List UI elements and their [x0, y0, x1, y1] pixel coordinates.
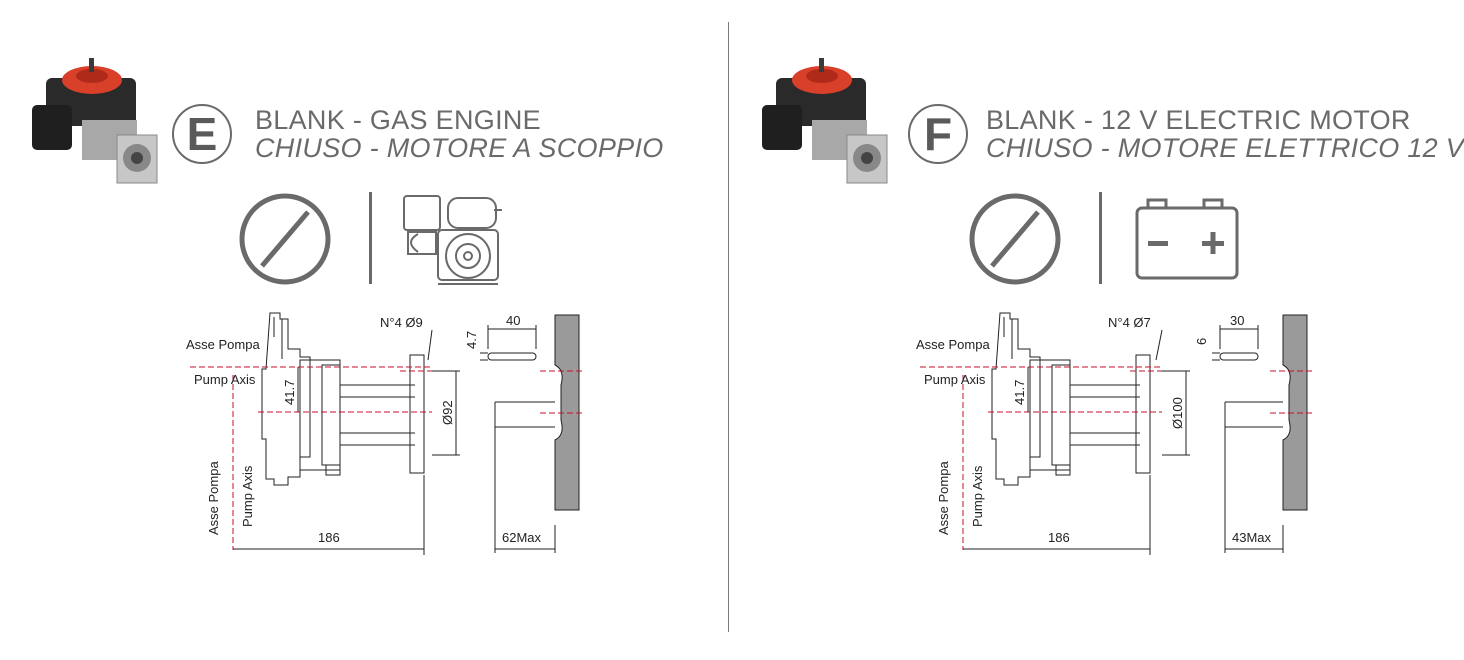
axis-label-en: Pump Axis	[924, 372, 986, 387]
axis-label-it: Asse Pompa	[916, 337, 990, 352]
variant-letter: F	[923, 108, 953, 160]
axis-label-it-vertical: Asse Pompa	[936, 461, 951, 535]
key-height-dim: 6	[1194, 338, 1209, 345]
variant-subtitle: CHIUSO - MOTORE ELETTRICO 12 V	[986, 133, 1464, 163]
variant-title: BLANK - 12 V ELECTRIC MOTOR	[986, 105, 1411, 135]
variant-subtitle: CHIUSO - MOTORE A SCOPPIO	[255, 133, 664, 163]
length-dim: 186	[318, 530, 340, 545]
length-dim: 186	[1048, 530, 1070, 545]
bolt-circle-dim: Ø92	[440, 400, 455, 425]
key-height-dim: 4.7	[464, 331, 479, 349]
icon-separator	[1099, 192, 1102, 284]
axis-offset-dim: 41.7	[1012, 380, 1027, 405]
axis-label-en: Pump Axis	[194, 372, 256, 387]
axis-label-en-vertical: Pump Axis	[970, 465, 985, 527]
variant-title: BLANK - GAS ENGINE	[255, 105, 541, 135]
bolt-circle-dim: Ø100	[1170, 397, 1185, 429]
panel-divider	[728, 22, 729, 632]
variant-badge: F	[908, 104, 968, 164]
blank-prohibited-icon	[969, 193, 1061, 285]
icon-separator	[369, 192, 372, 284]
axis-label-en-vertical: Pump Axis	[240, 465, 255, 527]
axis-label-it: Asse Pompa	[186, 337, 260, 352]
battery-icon	[1135, 198, 1239, 280]
key-length-dim: 30	[1230, 313, 1244, 328]
holes-dim: N°4 Ø9	[380, 315, 423, 330]
pump-photo	[32, 58, 158, 184]
technical-drawing: Asse Pompa Pump Axis Asse Pompa Pump Axi…	[916, 312, 1313, 555]
key-length-dim: 40	[506, 313, 520, 328]
shaft-max-dim: 62Max	[502, 530, 542, 545]
blank-prohibited-icon	[239, 193, 331, 285]
variant-badge: E	[172, 104, 232, 164]
axis-offset-dim: 41.7	[282, 380, 297, 405]
panel-gas-engine: E BLANK - GAS ENGINE CHIUSO - MOTORE A S…	[0, 0, 726, 660]
pump-photo	[762, 58, 888, 184]
variant-letter: E	[186, 108, 218, 160]
gas-engine-icon	[403, 195, 502, 285]
technical-drawing: Asse Pompa Pump Axis Asse Pompa Pump Axi…	[186, 312, 585, 555]
axis-label-it-vertical: Asse Pompa	[206, 461, 221, 535]
shaft-max-dim: 43Max	[1232, 530, 1272, 545]
holes-dim: N°4 Ø7	[1108, 315, 1151, 330]
panel-electric-motor: F BLANK - 12 V ELECTRIC MOTOR CHIUSO - M…	[730, 0, 1464, 660]
